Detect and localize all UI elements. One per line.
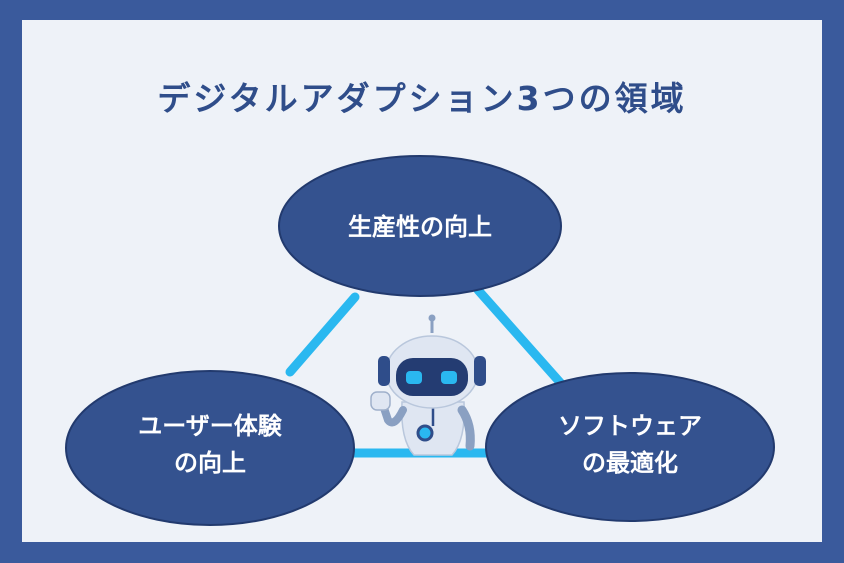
node-left-shape xyxy=(65,370,355,526)
node-top-shape xyxy=(278,155,562,297)
node-right-line-2: の最適化 xyxy=(582,449,678,478)
diagram-title: デジタルアダプション3つの領域 xyxy=(157,79,687,118)
node-left-line-1: ユーザー体験 xyxy=(138,412,282,440)
node-right-line-1: ソフトウェア xyxy=(558,412,702,440)
connector-top-right xyxy=(473,285,570,393)
connector-top-left xyxy=(285,292,360,377)
node-left-line-2: の向上 xyxy=(174,449,246,478)
node-right-shape xyxy=(485,372,775,522)
robot-mascot-icon xyxy=(370,314,486,456)
node-right-label: ソフトウェア の最適化 xyxy=(510,408,750,482)
node-top-line-1: 生産性の向上 xyxy=(348,213,492,241)
node-top-label: 生産性の向上 xyxy=(300,209,540,246)
node-left-label: ユーザー体験 の向上 xyxy=(90,408,330,482)
